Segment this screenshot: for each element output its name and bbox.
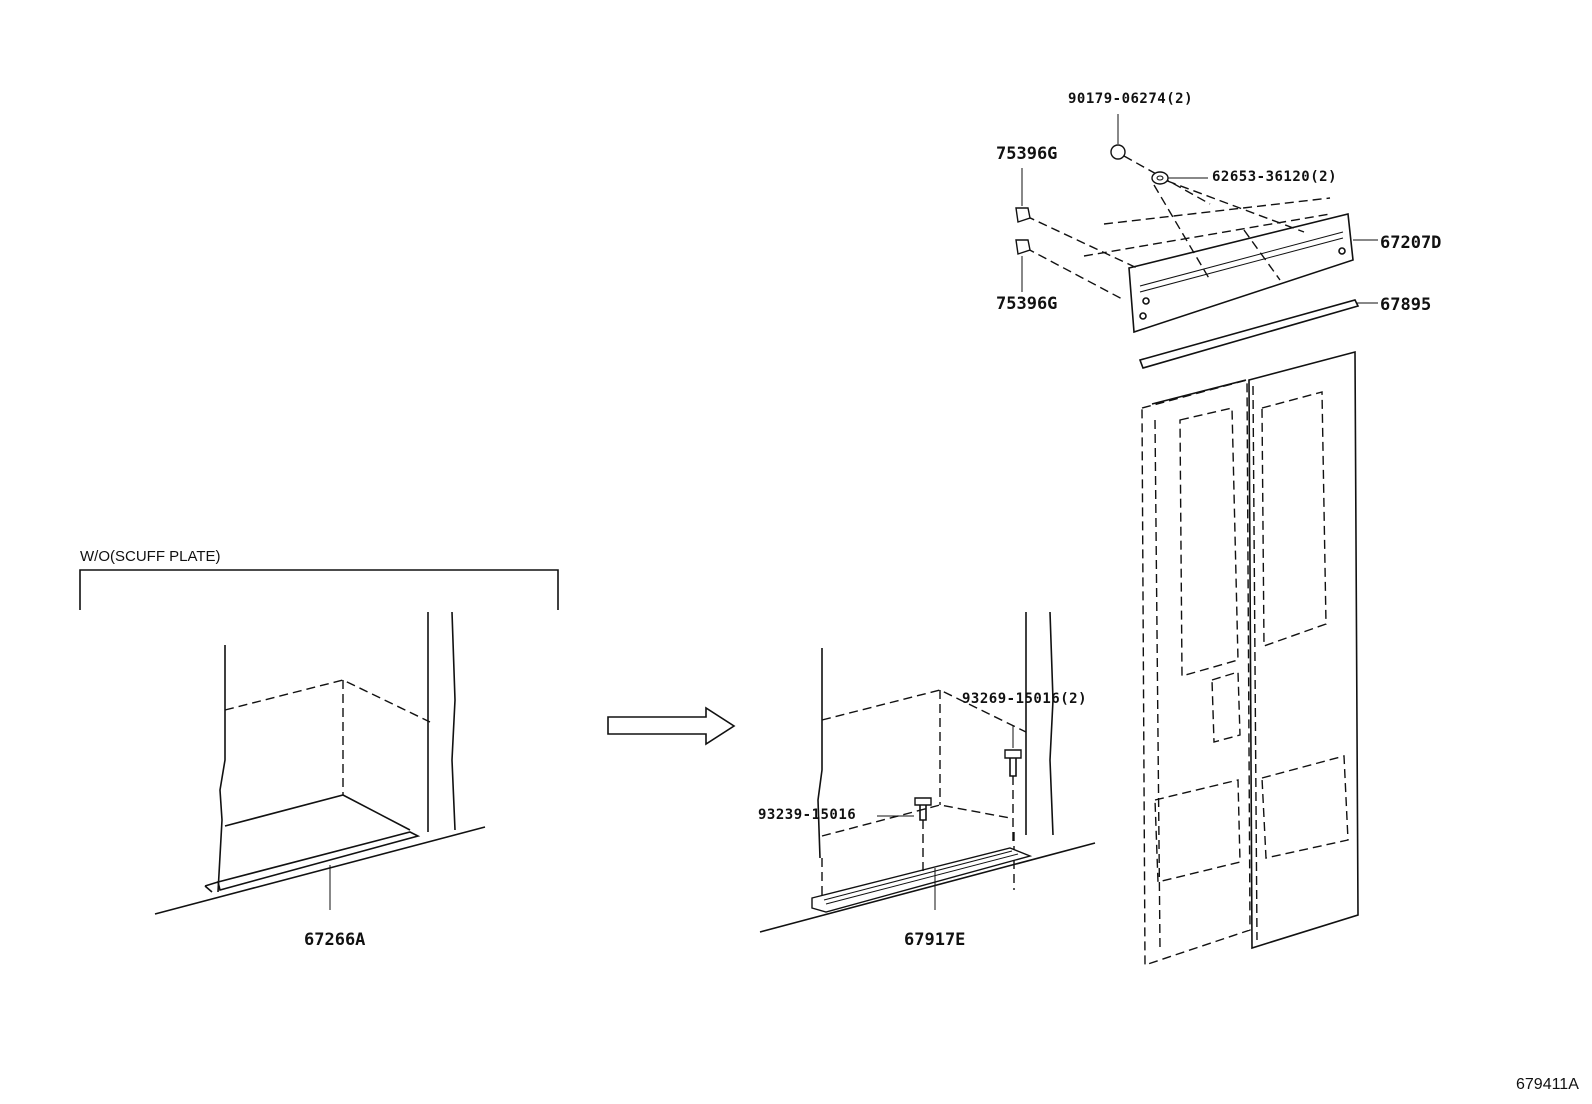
part-label-90179-06274: 90179-06274(2) bbox=[1068, 91, 1194, 107]
part-label-67895: 67895 bbox=[1380, 295, 1432, 315]
part-label-75396g-bottom: 75396G bbox=[996, 294, 1058, 314]
part-label-93239-15016: 93239-15016 bbox=[758, 807, 857, 823]
part-label-75396g-top: 75396G bbox=[996, 144, 1058, 164]
step-scuff-plate-view bbox=[759, 611, 1096, 933]
arrow-icon bbox=[607, 706, 736, 746]
part-label-93269-15016: 93269-15016(2) bbox=[962, 691, 1088, 707]
figure-id: 679411A bbox=[1516, 1076, 1579, 1093]
part-label-67266a: 67266A bbox=[304, 930, 366, 950]
part-label-67917e: 67917E bbox=[904, 930, 966, 950]
part-label-62653-36120: 62653-36120(2) bbox=[1212, 169, 1338, 185]
inset-without-scuff-plate bbox=[79, 569, 559, 915]
variant-note: W/O(SCUFF PLATE) bbox=[80, 548, 221, 565]
door-assembly bbox=[1015, 114, 1378, 966]
part-label-67207d: 67207D bbox=[1380, 233, 1442, 253]
